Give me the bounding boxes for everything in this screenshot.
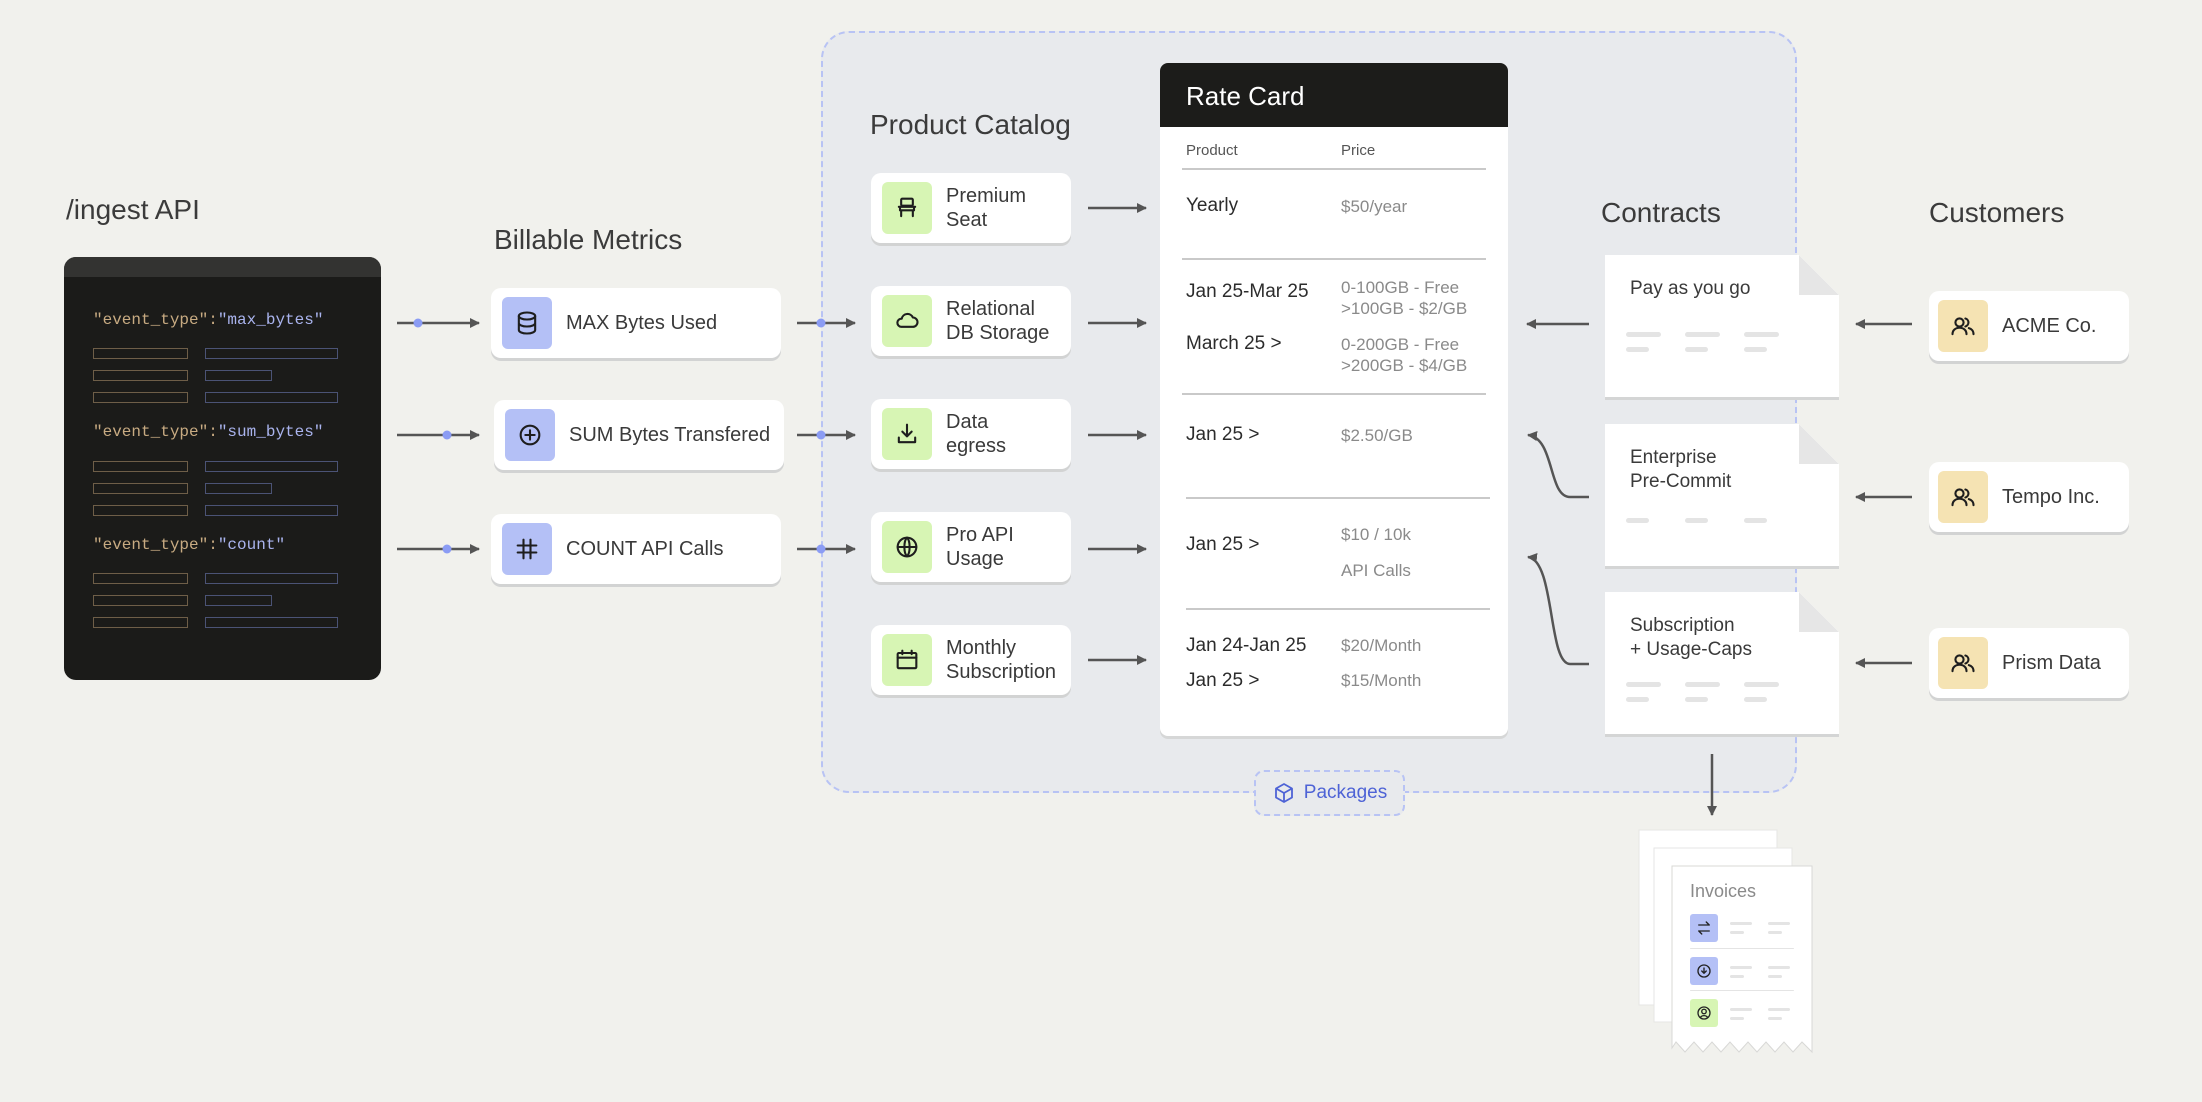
catalog-item-label: Monthly xyxy=(946,637,1017,659)
rate-price: 0-200GB - Free xyxy=(1341,335,1460,354)
users-icon xyxy=(1938,300,1988,352)
product-catalog-title: Product Catalog xyxy=(870,109,1071,140)
rate-price: $10 / 10k xyxy=(1341,525,1411,544)
rate-price: $2.50/GB xyxy=(1341,426,1413,445)
rate-price: $50/year xyxy=(1341,197,1408,216)
contracts-title: Contracts xyxy=(1601,197,1721,228)
catalog-item-label: Relational xyxy=(946,298,1035,320)
rate-price: API Calls xyxy=(1341,561,1411,580)
database-icon xyxy=(502,297,552,349)
catalog-item-label: Premium xyxy=(946,185,1027,207)
user-circle-icon xyxy=(1690,999,1718,1027)
contract-label: Pay as you go xyxy=(1630,278,1751,299)
seat-icon xyxy=(882,182,932,234)
catalog-item-label: Subscription xyxy=(946,661,1057,683)
catalog-item-label: Pro API xyxy=(946,524,1014,546)
download-icon xyxy=(882,408,932,460)
metric-label: MAX Bytes Used xyxy=(566,312,718,334)
rate-period: Jan 25 > xyxy=(1186,670,1260,691)
plus-circle-icon xyxy=(505,409,555,461)
rate-card: Rate Card Product Price Yearly $50/year … xyxy=(1160,63,1508,736)
ingest-api-title: /ingest API xyxy=(66,194,200,225)
contract-label: Enterprise xyxy=(1630,447,1717,468)
customer-card[interactable]: Prism Data xyxy=(1929,628,2129,698)
customer-name: Prism Data xyxy=(2002,652,2101,674)
contract-label: Pre-Commit xyxy=(1630,471,1732,492)
rate-price: $15/Month xyxy=(1341,671,1422,690)
customer-name: ACME Co. xyxy=(2002,315,2097,337)
code-event-line: "event_type":"sum_bytes" xyxy=(93,423,324,441)
download-circle-icon xyxy=(1690,957,1718,985)
code-event-line: "event_type":"count" xyxy=(93,536,286,554)
contract-label: + Usage-Caps xyxy=(1630,639,1752,660)
cloud-icon xyxy=(882,295,932,347)
rate-price: >200GB - $4/GB xyxy=(1341,356,1468,375)
rate-price: >100GB - $2/GB xyxy=(1341,299,1468,318)
package-icon xyxy=(1274,783,1293,803)
users-icon xyxy=(1938,471,1988,523)
rate-price: $20/Month xyxy=(1341,636,1422,655)
users-icon xyxy=(1938,637,1988,689)
catalog-item-label: Usage xyxy=(946,548,1004,570)
rate-card-title: Rate Card xyxy=(1160,63,1508,127)
code-panel-titlebar xyxy=(64,257,381,277)
packages-label: Packages xyxy=(1303,782,1388,803)
rate-period: Jan 24-Jan 25 xyxy=(1186,635,1307,656)
customer-card[interactable]: ACME Co. xyxy=(1929,291,2129,361)
rate-period: Jan 25-Mar 25 xyxy=(1186,281,1309,302)
catalog-item-label: egress xyxy=(946,435,1007,457)
catalog-item-label: DB Storage xyxy=(946,322,1050,344)
rate-period: Jan 25 > xyxy=(1186,424,1260,445)
rate-price: 0-100GB - Free xyxy=(1341,278,1460,297)
metric-card[interactable]: COUNT API Calls xyxy=(491,514,781,584)
column-header-price: Price xyxy=(1341,142,1376,159)
catalog-item-label: Data xyxy=(946,411,989,433)
customer-card[interactable]: Tempo Inc. xyxy=(1929,462,2129,532)
calendar-icon xyxy=(882,634,932,686)
contract-label: Subscription xyxy=(1630,615,1735,636)
catalog-item-label: Seat xyxy=(946,209,988,231)
packages-badge[interactable]: Packages xyxy=(1254,770,1405,816)
customers-title: Customers xyxy=(1929,197,2065,228)
invoices-title: Invoices xyxy=(1690,881,1757,901)
metric-card[interactable]: SUM Bytes Transfered xyxy=(494,400,784,470)
transfer-icon xyxy=(1690,914,1718,942)
rate-period: March 25 > xyxy=(1186,333,1282,354)
rate-period: Yearly xyxy=(1186,195,1239,216)
metric-card[interactable]: MAX Bytes Used xyxy=(491,288,781,358)
code-panel: "event_type":"max_bytes" "event_type":"s… xyxy=(64,257,381,680)
hash-icon xyxy=(502,523,552,575)
customer-name: Tempo Inc. xyxy=(2002,486,2100,508)
code-event-line: "event_type":"max_bytes" xyxy=(93,311,324,329)
metric-label: SUM Bytes Transfered xyxy=(569,424,771,446)
rate-period: Jan 25 > xyxy=(1186,534,1260,555)
metric-label: COUNT API Calls xyxy=(566,538,724,560)
column-header-product: Product xyxy=(1186,142,1238,159)
billable-metrics-title: Billable Metrics xyxy=(494,224,683,255)
globe-icon xyxy=(882,521,932,573)
